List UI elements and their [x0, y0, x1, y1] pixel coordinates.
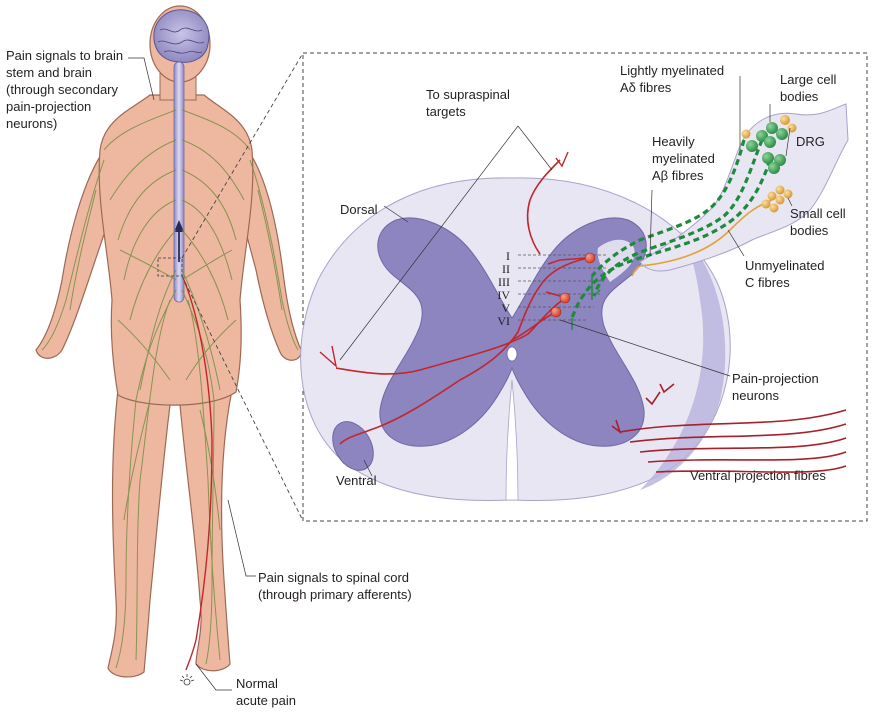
labels: Pain signals to brain stem and brain (th…	[6, 48, 846, 708]
leader-lines	[128, 57, 793, 691]
myelinated-fibres	[570, 139, 772, 319]
label-dorsal: Dorsal	[340, 202, 378, 217]
label-supraspinal-2: targets	[426, 104, 466, 119]
label-ppn-2: neurons	[732, 388, 779, 403]
label-spinal-1: Pain signals to spinal cord	[258, 570, 409, 585]
primary-afferent-fibre	[183, 279, 213, 671]
lamina-II: II	[502, 262, 510, 276]
large-cell-bodies	[741, 115, 797, 174]
label-supraspinal-1: To supraspinal	[426, 87, 510, 102]
label-brain-2: stem and brain	[6, 65, 92, 80]
spinal-cord	[173, 61, 185, 303]
small-cell-bodies	[761, 185, 793, 213]
pain-projection-pathways	[319, 151, 589, 445]
laminae-labels: I II III IV V VI	[497, 249, 510, 328]
label-ppn-1: Pain-projection	[732, 371, 819, 386]
lamina-VI: VI	[497, 314, 510, 328]
label-large-2: bodies	[780, 89, 819, 104]
lamina-III: III	[498, 275, 510, 289]
label-brain-1: Pain signals to brain	[6, 48, 123, 63]
label-normal-1: Normal	[236, 676, 278, 691]
label-small-2: bodies	[790, 223, 829, 238]
label-brain-3: (through secondary	[6, 82, 119, 97]
lamina-I: I	[506, 249, 510, 263]
label-drg: DRG	[796, 134, 825, 149]
human-figure	[35, 5, 303, 686]
lamina-IV: IV	[497, 288, 510, 302]
label-brain-4: pain-projection	[6, 99, 91, 114]
label-spinal-2: (through primary afferents)	[258, 587, 412, 602]
label-brain-5: neurons)	[6, 116, 57, 131]
label-small-1: Small cell	[790, 206, 846, 221]
pain-projection-neurons	[550, 252, 596, 318]
label-heavily-3: Aβ fibres	[652, 168, 704, 183]
c-fibres	[631, 199, 773, 277]
brain-icon	[153, 9, 210, 63]
ventral-projection-fibres	[611, 383, 847, 473]
label-lightly-1: Lightly myelinated	[620, 63, 724, 78]
label-unmyelinated-2: C fibres	[745, 275, 790, 290]
label-ventral: Ventral	[336, 473, 377, 488]
label-normal-2: acute pain	[236, 693, 296, 708]
label-large-1: Large cell	[780, 72, 836, 87]
label-heavily-2: myelinated	[652, 151, 715, 166]
label-lightly-2: Aδ fibres	[620, 80, 672, 95]
label-unmyelinated-1: Unmyelinated	[745, 258, 825, 273]
label-heavily-1: Heavily	[652, 134, 695, 149]
pain-stimulus-icon	[179, 674, 195, 686]
lamina-V: V	[501, 301, 510, 315]
spinal-cord-cross-section	[300, 177, 731, 502]
cross-section-panel	[302, 52, 868, 522]
label-ventral-projection: Ventral projection fibres	[690, 468, 826, 483]
